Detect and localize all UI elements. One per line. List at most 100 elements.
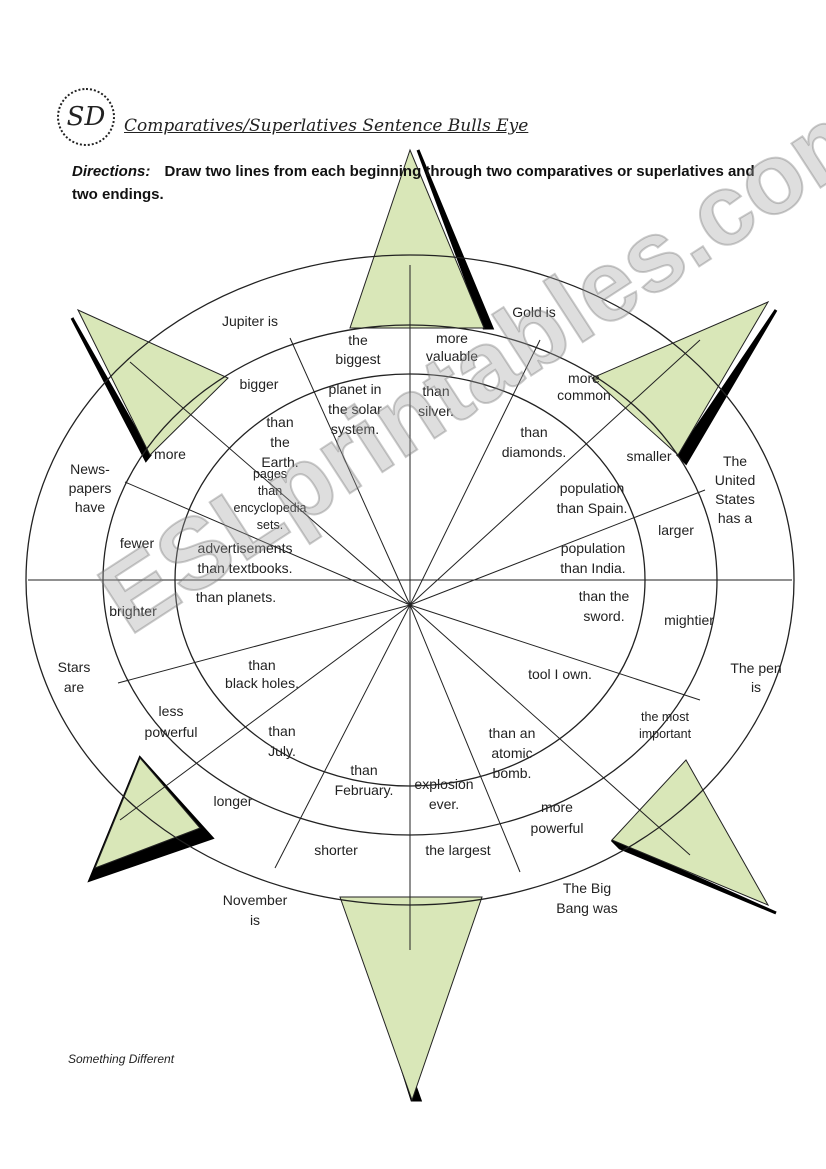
inner-label-0-line-0: planet in bbox=[329, 381, 382, 397]
outer-label-3-line-0: The pen bbox=[730, 660, 781, 676]
middle-label-5-line-0: mightier bbox=[664, 612, 714, 628]
outer-label-3-line-1: is bbox=[751, 679, 761, 695]
middle-label-11-line-1: powerful bbox=[145, 724, 198, 740]
outer-label-4-line-1: Bang was bbox=[556, 900, 617, 916]
inner-label-2-line-1: diamonds. bbox=[502, 444, 567, 460]
middle-label-10-line-0: longer bbox=[214, 793, 253, 809]
outer-label-2-line-0: The bbox=[723, 453, 747, 469]
middle-label-8-line-0: the largest bbox=[425, 842, 490, 858]
outer-label-4-line-0: The Big bbox=[563, 880, 611, 896]
inner-label-7-line-0: than an bbox=[489, 725, 536, 741]
middle-label-1-line-0: more bbox=[436, 330, 468, 346]
directions: Directions: Draw two lines from each beg… bbox=[72, 160, 772, 206]
logo-badge: SD bbox=[57, 88, 115, 146]
middle-label-6-line-0: the most bbox=[641, 710, 689, 724]
footer-credit: Something Different bbox=[68, 1052, 175, 1066]
spoke-line-11 bbox=[117, 604, 411, 684]
inner-label-1-line-1: silver. bbox=[418, 403, 454, 419]
star-point-2 bbox=[611, 759, 770, 907]
star-point-0 bbox=[349, 148, 485, 329]
star-shadow-1 bbox=[676, 309, 778, 466]
inner-label-15-line-1: the bbox=[270, 434, 290, 450]
inner-label-11-line-1: black holes. bbox=[225, 675, 299, 691]
star-point-4 bbox=[94, 757, 201, 869]
middle-label-11-line-0: less bbox=[159, 703, 184, 719]
inner-label-3-line-1: than Spain. bbox=[557, 500, 628, 516]
middle-label-15-line-0: bigger bbox=[240, 376, 279, 392]
star-shadow-5 bbox=[70, 317, 152, 463]
middle-label-0-line-1: biggest bbox=[335, 351, 380, 367]
spoke-line-9 bbox=[274, 604, 411, 869]
inner-label-13-line-1: than textbooks. bbox=[198, 560, 293, 576]
inner-label-14-line-0: pages bbox=[253, 467, 287, 481]
middle-label-9-line-0: shorter bbox=[314, 842, 358, 858]
inner-label-8-line-0: explosion bbox=[414, 776, 473, 792]
outer-label-7-line-0: News- bbox=[70, 461, 110, 477]
inner-label-5-line-0: than the bbox=[579, 588, 630, 604]
star-shadow-0 bbox=[416, 149, 495, 330]
outer-label-7-line-1: papers bbox=[69, 480, 112, 496]
middle-label-13-line-0: fewer bbox=[120, 535, 155, 551]
inner-label-1-line-0: than bbox=[422, 383, 449, 399]
middle-label-7-line-1: powerful bbox=[531, 820, 584, 836]
inner-label-6-line-0: tool I own. bbox=[528, 666, 592, 682]
spoke-line-7 bbox=[409, 604, 691, 856]
inner-label-4-line-0: population bbox=[561, 540, 626, 556]
outer-label-2-line-3: has a bbox=[718, 510, 752, 526]
middle-label-0-line-0: the bbox=[348, 332, 368, 348]
inner-label-13-line-0: advertisements bbox=[198, 540, 293, 556]
inner-label-0-line-2: system. bbox=[331, 421, 379, 437]
inner-label-3-line-0: population bbox=[560, 480, 625, 496]
outer-label-7-line-2: have bbox=[75, 499, 106, 515]
spoke-line-4 bbox=[409, 339, 701, 606]
spoke-line-5 bbox=[409, 489, 706, 606]
middle-label-2-line-0: more bbox=[568, 370, 600, 386]
inner-label-14-line-3: sets. bbox=[257, 518, 283, 532]
inner-label-14-line-2: encyclopedia bbox=[234, 501, 307, 515]
outer-label-5-line-1: is bbox=[250, 912, 260, 928]
middle-label-12-line-0: brighter bbox=[109, 603, 157, 619]
inner-label-8-line-1: ever. bbox=[429, 796, 459, 812]
spoke-line-6 bbox=[409, 604, 701, 701]
middle-label-2-line-1: common bbox=[557, 387, 611, 403]
inner-label-0-line-1: the solar bbox=[328, 401, 382, 417]
spoke-line-12 bbox=[124, 481, 411, 606]
inner-label-14-line-1: than bbox=[258, 484, 282, 498]
inner-label-11-line-0: than bbox=[248, 657, 275, 673]
inner-label-10-line-0: than bbox=[268, 723, 295, 739]
star-shadow-2 bbox=[610, 838, 777, 915]
middle-label-3-line-0: smaller bbox=[626, 448, 671, 464]
inner-label-7-line-1: atomic bbox=[491, 745, 532, 761]
spoke-line-8 bbox=[409, 604, 521, 873]
star-point-3 bbox=[339, 896, 483, 1102]
inner-label-9-line-0: than bbox=[350, 762, 377, 778]
page-title: Comparatives/Superlatives Sentence Bulls… bbox=[124, 116, 529, 136]
middle-label-14-line-0: more bbox=[154, 446, 186, 462]
outer-label-0-line-0: Jupiter is bbox=[222, 313, 278, 329]
outer-label-6-line-1: are bbox=[64, 679, 84, 695]
inner-label-5-line-1: sword. bbox=[583, 608, 624, 624]
outer-label-2-line-1: United bbox=[715, 472, 755, 488]
spoke-line-10 bbox=[119, 604, 411, 821]
middle-label-6-line-1: important bbox=[639, 727, 692, 741]
outer-label-1-line-0: Gold is bbox=[512, 304, 556, 320]
inner-label-9-line-1: February. bbox=[335, 782, 394, 798]
spoke-line-2 bbox=[289, 337, 411, 606]
inner-label-2-line-0: than bbox=[520, 424, 547, 440]
directions-text: Draw two lines from each beginning throu… bbox=[72, 163, 755, 203]
inner-label-4-line-1: than India. bbox=[560, 560, 625, 576]
inner-label-15-line-0: than bbox=[266, 414, 293, 430]
outer-label-6-line-0: Stars bbox=[58, 659, 91, 675]
middle-label-1-line-1: valuable bbox=[426, 348, 478, 364]
middle-label-4-line-0: larger bbox=[658, 522, 694, 538]
outer-label-2-line-2: States bbox=[715, 491, 755, 507]
star-point-1 bbox=[591, 300, 770, 456]
outer-label-5-line-0: November bbox=[223, 892, 288, 908]
directions-label: Directions: bbox=[72, 163, 151, 180]
inner-label-10-line-1: July. bbox=[268, 743, 296, 759]
inner-label-15-line-2: Earth. bbox=[261, 454, 298, 470]
spoke-lines bbox=[28, 265, 792, 950]
